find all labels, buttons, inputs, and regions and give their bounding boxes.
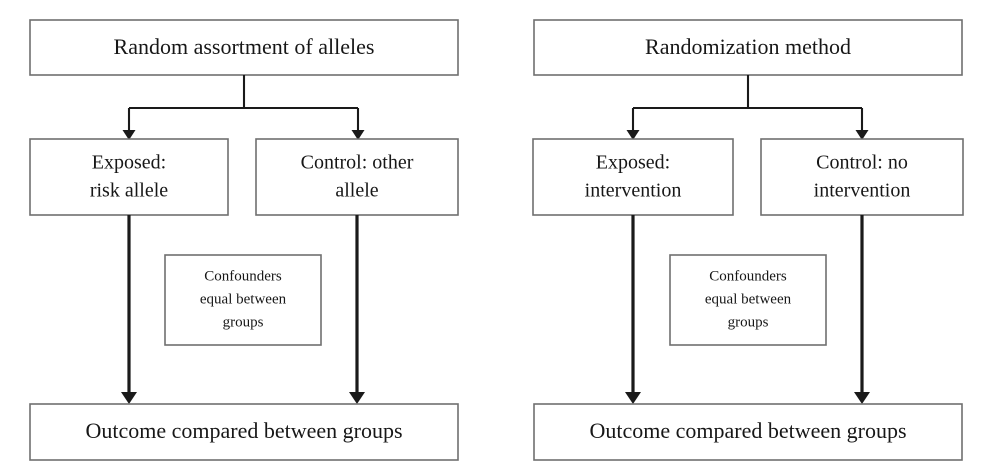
root-node-box-left [29, 19, 459, 76]
branch-label-control-right-line1: Control: no [816, 152, 908, 174]
arrowhead-outcome-exposed-left [121, 392, 137, 404]
branch-label-control-left-line1: Control: other [301, 152, 414, 174]
confounders-box-left [164, 254, 322, 346]
confounders-label-right-line1: Confounders [709, 268, 787, 284]
root-node-label-left: Random assortment of alleles [114, 34, 375, 59]
arrowhead-exposed-right [626, 130, 640, 140]
confounders-label-right-line3: groups [728, 314, 769, 330]
arrowhead-outcome-exposed-right [625, 392, 641, 404]
arrowhead-control-left [351, 130, 365, 140]
arrowhead-control-right [855, 130, 869, 140]
panel-randomized-controlled-trial: Randomization method Exposed: interventi… [532, 19, 964, 461]
branch-label-exposed-right-line2: intervention [585, 180, 682, 202]
panel-mendelian-randomization: Random assortment of alleles Exposed: ri… [29, 19, 459, 461]
outcome-node-box-right [533, 403, 963, 461]
arrowhead-outcome-control-right [854, 392, 870, 404]
root-node-box-right [533, 19, 963, 76]
branch-node-box-control-left [255, 138, 459, 216]
branch-label-control-left-line2: allele [335, 180, 378, 202]
branch-label-exposed-left-line2: risk allele [90, 180, 168, 202]
arrowhead-outcome-control-left [349, 392, 365, 404]
root-node-label-right: Randomization method [645, 34, 851, 59]
outcome-node-label-right: Outcome compared between groups [589, 418, 906, 443]
confounders-box-right [669, 254, 827, 346]
branch-node-box-exposed-left [29, 138, 229, 216]
confounders-label-left-line1: Confounders [204, 268, 282, 284]
arrowhead-exposed-left [122, 130, 136, 140]
branch-node-box-control-right [760, 138, 964, 216]
confounders-label-left-line2: equal between [200, 291, 287, 307]
branch-label-exposed-right-line1: Exposed: [596, 152, 670, 174]
branch-node-box-exposed-right [532, 138, 734, 216]
confounders-label-right-line2: equal between [705, 291, 792, 307]
branch-label-control-right-line2: intervention [814, 180, 911, 202]
outcome-node-label-left: Outcome compared between groups [85, 418, 402, 443]
outcome-node-box-left [29, 403, 459, 461]
branch-label-exposed-left-line1: Exposed: [92, 152, 166, 174]
confounders-label-left-line3: groups [223, 314, 264, 330]
